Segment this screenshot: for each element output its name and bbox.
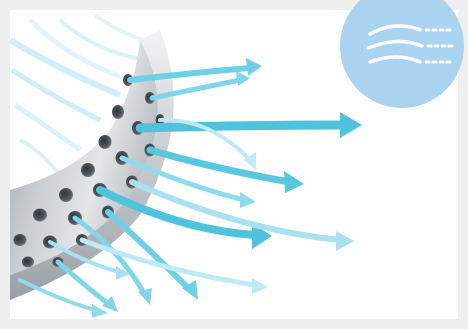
perforated-plate [10, 30, 174, 300]
wind-badge [340, 0, 464, 108]
